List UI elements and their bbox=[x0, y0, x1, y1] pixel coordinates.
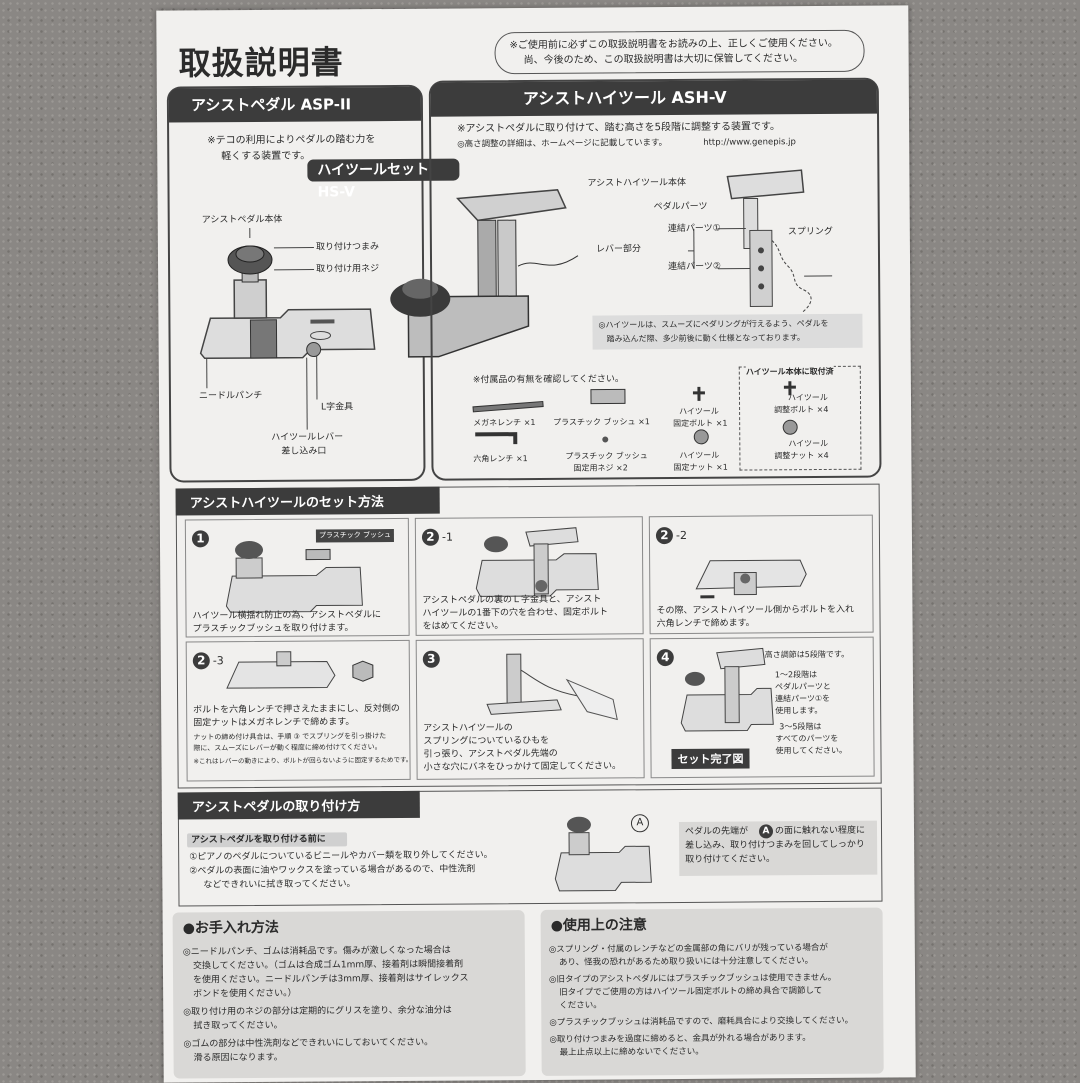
attach-line-2: ②ペダルの表面に油やワックスを塗っている場合があるので、中性洗剤 bbox=[189, 863, 475, 878]
care-line-8: 滑る原因になります。 bbox=[194, 1052, 283, 1066]
page-title: 取扱説明書 bbox=[178, 37, 343, 84]
step-4-text-5: 使用します。 bbox=[775, 704, 822, 717]
setup-title: アシストハイツールのセット方法 bbox=[176, 487, 440, 516]
step-2-3-text-3: ナットの締め付け具合は、手順 ③ でスプリングを引っ掛けた bbox=[193, 731, 386, 742]
step-2-2-text-2: 六角レンチで締めます。 bbox=[657, 617, 755, 631]
caution-line-7: ◎取り付けつまみを過度に締めると、金具が外れる場合があります。 bbox=[549, 1032, 810, 1047]
step-2-3-text-1: ボルトを六角レンチで押さえたままにし、反対側の bbox=[193, 703, 400, 717]
caution-line-8: 最上止点以上に締めないでください。 bbox=[560, 1046, 704, 1060]
step-1-text-2: プラスチックブッシュを取り付けます。 bbox=[193, 622, 354, 636]
caution-line-2: あり、怪我の恐れがあるため取り扱いには十分注意してください。 bbox=[559, 955, 813, 970]
step-1: 1 プラスチック ブッシュ ハイツール横揺れ防止の為、アシストペダルに プラスチ… bbox=[185, 518, 410, 638]
step-1-text-1: ハイツール横揺れ防止の為、アシストペダルに bbox=[192, 609, 381, 623]
step-2-3-text-4: 際に、スムーズにレバーが動く程度に締め付けてください。 bbox=[193, 742, 381, 753]
attach-right-marker: A bbox=[759, 824, 773, 838]
marker-a: A bbox=[631, 814, 649, 832]
attach-title: アシストペダルの取り付け方 bbox=[178, 791, 420, 820]
step-4: 4 高さ調節は5段階です。 1～2段階は ペダルパーツと 連結パーツ①を 使用し… bbox=[650, 637, 875, 779]
care-line-1: ◎ニードルパンチ、ゴムは消耗品です。傷みが激しくなった場合は bbox=[183, 945, 451, 960]
care-line-6: 拭き取ってください。 bbox=[193, 1020, 282, 1034]
manual-sheet: 取扱説明書 ※ご使用前に必ずこの取扱説明書をお読みの上、正しくご使用ください。 … bbox=[156, 5, 915, 1082]
step-2-2-text-1: その際、アシストハイツール側からボルトを入れ bbox=[656, 604, 854, 618]
step-3-text-2: スプリングについているひもを bbox=[423, 735, 549, 749]
caution-line-6: ◎プラスチックブッシュは消耗品ですので、磨耗具合により交換してください。 bbox=[549, 1015, 853, 1030]
pre-icons bbox=[740, 367, 861, 470]
step-2-1-text-3: をはめてください。 bbox=[423, 620, 504, 634]
caution-title: ●使用上の注意 bbox=[551, 917, 647, 935]
step-2-1-text-2: ハイツールの1番下の穴を合わせ、固定ボルト bbox=[422, 606, 608, 620]
attach-note: ペダルの先端が A の面に触れない程度に 差し込み、取り付けつまみを回してしっか… bbox=[679, 821, 877, 876]
step-3-text-3: 引っ張り、アシストペダル先端の bbox=[423, 748, 557, 762]
attach-right-2: の面に触れない程度に bbox=[775, 825, 865, 839]
step-2-2: 2 -2 その際、アシストハイツール側からボルトを入れ 六角レンチで締めます。 bbox=[649, 515, 874, 635]
preinstalled-box: ハイツール本体に取付済 ハイツール 調整ボルト ×4 ハイツール 調整ナット ×… bbox=[739, 366, 862, 471]
caution-line-5: ください。 bbox=[559, 1000, 602, 1013]
step-2-3: 2 -3 ボルトを六角レンチで押さえたままにし、反対側の 固定ナットはメガネレン… bbox=[186, 640, 411, 782]
step-4-text-8: 使用してください。 bbox=[775, 744, 847, 757]
attach-right-4: 取り付けてください。 bbox=[685, 853, 775, 867]
care-line-5: ◎取り付け用のネジの部分は定期的にグリスを塗り、余分な油分は bbox=[183, 1005, 452, 1020]
step-3-text-4: 小さな穴にバネをひっかけて固定してください。 bbox=[424, 760, 622, 774]
care-line-2: 交換してください。（ゴムは合成ゴム1mm厚、接着剤は瞬間接着剤 bbox=[193, 959, 463, 974]
step-2-3-text-5: ※これはレバーの動きにより、ボルトが回らないように固定するためです。 bbox=[193, 755, 412, 767]
care-line-4: ボンドを使用ください。） bbox=[193, 988, 297, 1002]
notice-line-1: ※ご使用前に必ずこの取扱説明書をお読みの上、正しくご使用ください。 bbox=[509, 37, 837, 52]
care-title: ●お手入れ方法 bbox=[183, 920, 279, 938]
step-2-3-text-2: 固定ナットはメガネレンチで締めます。 bbox=[193, 716, 354, 730]
step-4-text-1: 高さ調節は5段階です。 bbox=[765, 648, 849, 662]
caution-line-4: 旧タイプでご使用の方はハイツール固定ボルトの締め具合で調節して bbox=[559, 985, 822, 1000]
attach-line-3: などできれいに拭き取ってください。 bbox=[203, 878, 355, 892]
care-line-7: ◎ゴムの部分は中性洗剤などできれいにしておいてください。 bbox=[183, 1037, 433, 1052]
step-2-1-text-1: アシストペダルの裏のＬ字金具と、アシスト bbox=[422, 594, 601, 608]
attach-sub: アシストペダルを取り付ける前に bbox=[191, 833, 326, 847]
notice-line-2: 尚、今後のため、この取扱説明書は大切に保管してください。 bbox=[524, 52, 803, 67]
step-3: 3 アシストハイツールの スプリングについているひもを 引っ張り、アシストペダル… bbox=[416, 638, 645, 780]
caution-box: ●使用上の注意 ◎スプリング・付属のレンチなどの金属部の角にバリが残っている場合… bbox=[541, 908, 884, 1076]
attach-right-3: 差し込み、取り付けつまみを回してしっかり bbox=[685, 839, 865, 853]
ash-panel: アシストハイツール ASH-V ※アシストペダルに取り付けて、踏む高さを5段階に… bbox=[429, 78, 882, 481]
complete-label: セット完了図 bbox=[671, 749, 749, 770]
setup-section: アシストハイツールのセット方法 1 プラスチック ブッシュ ハイツール横揺れ防止… bbox=[176, 484, 882, 789]
attach-section: アシストペダルの取り付け方 アシストペダルを取り付ける前に ①ピアノのペダルにつ… bbox=[178, 788, 883, 907]
care-line-3: を使用ください。ニードルパンチは3mm厚、接着剤はサイレックス bbox=[193, 972, 469, 987]
step-2-1: 2 -1 アシストペダルの裏のＬ字金具と、アシスト ハイツールの1番下の穴を合わ… bbox=[415, 516, 644, 636]
attach-right-1: ペダルの先端が bbox=[685, 826, 748, 839]
care-box: ●お手入れ方法 ◎ニードルパンチ、ゴムは消耗品です。傷みが激しくなった場合は 交… bbox=[173, 910, 526, 1078]
notice-box: ※ご使用前に必ずこの取扱説明書をお読みの上、正しくご使用ください。 尚、今後のた… bbox=[494, 30, 864, 75]
step-3-text-1: アシストハイツールの bbox=[423, 722, 513, 736]
attach-line-1: ①ピアノのペダルについているビニールやカバー類を取り外してください。 bbox=[189, 849, 493, 864]
